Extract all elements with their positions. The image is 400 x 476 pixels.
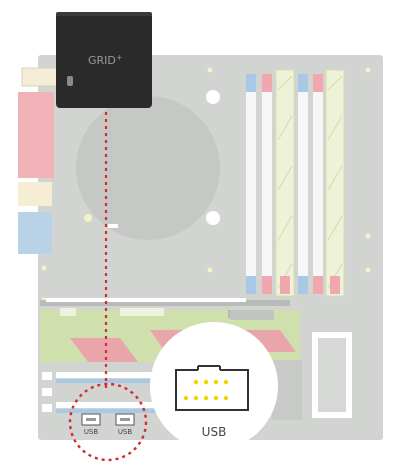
ram-slots xyxy=(246,69,345,297)
mount-hole xyxy=(207,67,213,73)
io-port-cream xyxy=(18,182,52,206)
mount-hole xyxy=(206,211,220,225)
mount-hole xyxy=(84,214,92,222)
usb-header-right: USB xyxy=(115,413,135,436)
usb-header-left-label: USB xyxy=(84,428,99,436)
cpu-socket xyxy=(76,96,220,240)
mount-hole xyxy=(365,267,371,273)
usb-header-right-label: USB xyxy=(118,428,133,436)
zoom-label: USB xyxy=(202,425,227,439)
cpu-component xyxy=(108,224,118,228)
mount-hole xyxy=(365,67,371,73)
mount-hole xyxy=(206,90,220,104)
usb-header-left: USB xyxy=(81,413,101,436)
mount-hole xyxy=(207,267,213,273)
io-port-blue xyxy=(18,212,52,254)
device-label: GRID+ xyxy=(88,53,123,67)
mount-hole xyxy=(365,233,371,239)
zoom-bubble: USB xyxy=(150,322,278,450)
grid-device: GRID+ xyxy=(56,12,152,108)
io-port-pink xyxy=(18,92,54,178)
highlight-circle xyxy=(68,382,148,462)
mount-hole xyxy=(41,265,47,271)
usb-header-zoom xyxy=(175,369,249,411)
usb-pins xyxy=(183,379,229,401)
